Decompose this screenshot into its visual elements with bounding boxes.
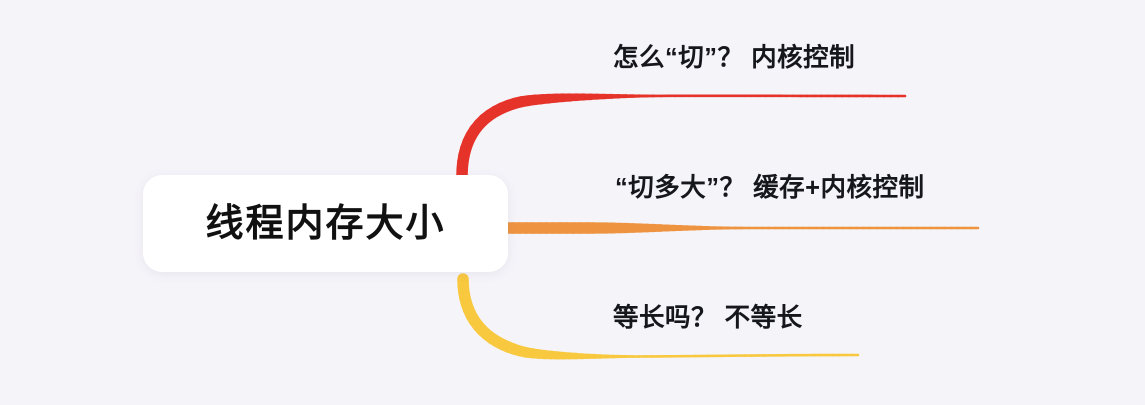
- branch-stroke-segment: [483, 105, 502, 121]
- branch-label-unequal-length[interactable]: 等长吗？ 不等长: [613, 304, 803, 332]
- branch-stroke-segment: [462, 303, 477, 322]
- branch-stroke-segment: [457, 279, 470, 298]
- branch-stroke-segment: [458, 142, 472, 161]
- branch-stroke-segment: [469, 118, 486, 136]
- branch-label-kernel-control[interactable]: 怎么“切”？ 内核控制: [613, 44, 856, 72]
- branch-stroke-segment: [537, 93, 555, 104]
- branch-stroke-segment: [457, 149, 470, 168]
- branch-stroke-segment: [476, 324, 493, 341]
- branch-stroke-segment: [527, 348, 544, 359]
- branch-stroke-segment: [468, 314, 484, 332]
- branch-stroke-segment: [458, 285, 471, 304]
- branch-stroke-segment: [465, 309, 481, 327]
- branch-stroke-segment: [523, 94, 541, 106]
- branch-stroke-segment: [473, 113, 490, 131]
- central-node[interactable]: 线程内存大小: [143, 175, 508, 272]
- branch-stroke-segment: [502, 341, 520, 355]
- branch-stroke-segment: [521, 347, 538, 359]
- branch-label-cache-kernel-control[interactable]: “切多大”？ 缓存+内核控制: [615, 174, 925, 202]
- branch-stroke-segment: [465, 123, 481, 142]
- branch-stroke-segment: [502, 97, 521, 112]
- branch-stroke-segment: [491, 335, 509, 351]
- branch-stroke-segment: [460, 297, 475, 316]
- branch-stroke-segment: [459, 291, 473, 310]
- branch-stroke-segment: [508, 343, 526, 357]
- branch-stroke-segment: [534, 349, 550, 360]
- branch-stroke-segment: [472, 319, 489, 337]
- central-node-label: 线程内存大小: [205, 202, 446, 245]
- branch-stroke-segment: [462, 129, 477, 148]
- branch-stroke-segment: [496, 99, 514, 114]
- branch-stroke-segment: [489, 102, 508, 118]
- branch-stroke-segment: [486, 332, 503, 348]
- branch-stroke-segment: [460, 136, 474, 155]
- branch-stroke-segment: [481, 328, 498, 345]
- branch-stroke-segment: [516, 95, 534, 108]
- branch-connector-kernel-control: [462, 96, 905, 176]
- branch-stroke-segment: [478, 109, 496, 126]
- branch-stroke-segment: [456, 156, 469, 175]
- branch-stroke-segment: [497, 338, 515, 353]
- branch-stroke-segment: [515, 345, 532, 358]
- branch-stroke-segment: [509, 96, 528, 109]
- branch-stroke-segment: [530, 94, 548, 105]
